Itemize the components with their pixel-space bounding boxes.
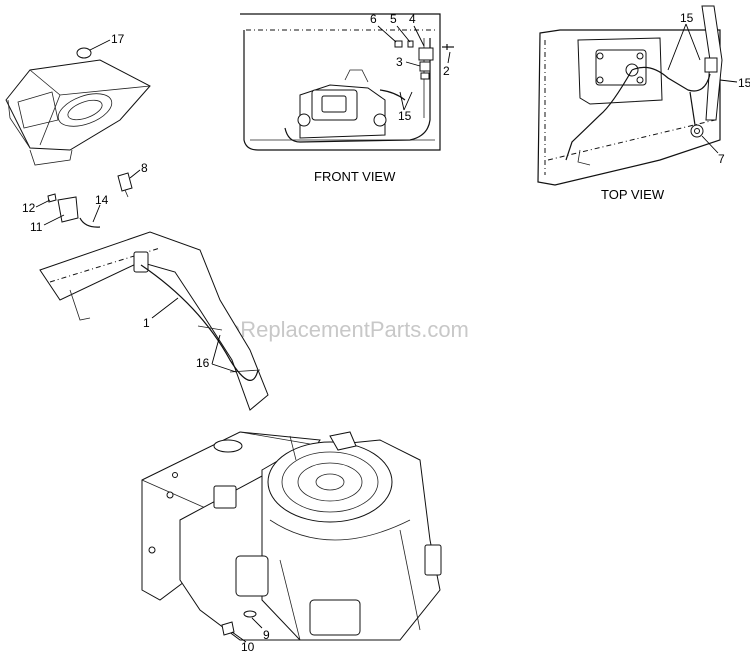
callout-15-top-a: 15: [680, 11, 694, 25]
callout-5: 5: [390, 12, 397, 26]
callout-15-top-b: 15: [738, 76, 750, 90]
callout-15-front: 15: [398, 109, 412, 123]
callout-3: 3: [396, 55, 403, 69]
callout-7: 7: [718, 152, 725, 166]
callout-9: 9: [263, 628, 270, 642]
front-view-label: FRONT VIEW: [314, 169, 396, 184]
callout-16: 16: [196, 356, 210, 370]
watermark-text: eReplacementParts.com: [228, 317, 469, 342]
washer: [243, 610, 257, 618]
top-view-label: TOP VIEW: [601, 187, 665, 202]
control-console: [5, 59, 151, 166]
handle-arm: [39, 231, 269, 411]
engine: [179, 431, 442, 641]
callout-1: 1: [143, 316, 150, 330]
callout-17: 17: [111, 32, 125, 46]
callout-11: 11: [30, 220, 43, 234]
cable: [140, 264, 259, 381]
front-view-drawing: [240, 13, 454, 151]
callout-12: 12: [22, 201, 36, 215]
callout-2: 2: [443, 64, 450, 78]
top-view-drawing: [537, 5, 723, 186]
switch: [117, 172, 133, 192]
callout-4: 4: [409, 12, 416, 26]
callout-6: 6: [370, 12, 377, 26]
callout-8: 8: [141, 161, 148, 175]
knob: [76, 47, 92, 59]
bolt: [221, 621, 235, 636]
callout-10: 10: [241, 640, 255, 654]
callout-14: 14: [95, 193, 109, 207]
